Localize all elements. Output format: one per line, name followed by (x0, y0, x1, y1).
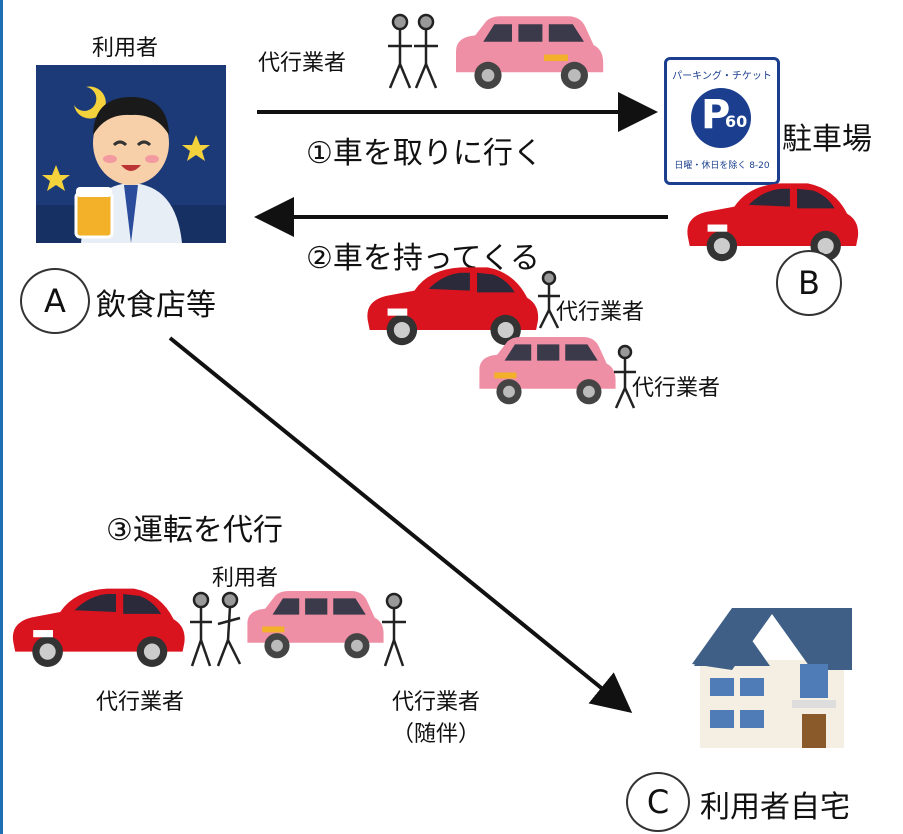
step1-label: ①車を取りに行く (306, 136, 543, 171)
agent-label-bottom-left: 代行業者 (96, 690, 185, 715)
agent-label-mid1: 代行業者 (556, 300, 645, 325)
pink-car-top (456, 16, 604, 89)
parking-sign-bottom-text: 日曜・休日を除く 8-20 (674, 161, 770, 171)
left-edge-bar (0, 0, 3, 834)
red-car-parking (687, 183, 859, 262)
agent-figure-mid1 (538, 270, 560, 329)
step3-label: ③運転を代行 (106, 513, 283, 548)
parking-sign-top-text: パーキング・チケット (672, 71, 772, 82)
parking-p-icon: P 60 (691, 88, 751, 148)
user-label-top: 利用者 (92, 36, 159, 61)
marker-a: A (20, 268, 90, 334)
user-label-mid: 利用者 (212, 566, 279, 591)
agent-label-top: 代行業者 (258, 51, 347, 76)
pink-car-bottom (247, 590, 384, 659)
home-label: 利用者自宅 (700, 790, 850, 825)
drinking-user-illustration (36, 65, 226, 243)
agent-label-bottom-right: 代行業者 (392, 690, 481, 715)
star-icon (42, 165, 70, 191)
pink-car-mid (479, 336, 616, 405)
restaurant-label: 飲食店等 (96, 288, 216, 323)
marker-c: C (626, 772, 690, 832)
agent-figures-top (388, 13, 438, 89)
door-icon (802, 714, 826, 748)
agent-label-mid2: 代行業者 (632, 376, 721, 401)
marker-b: B (776, 250, 842, 316)
agent-and-user-figures (190, 591, 242, 667)
star-icon (182, 135, 210, 161)
parking-sign-letter: P (701, 92, 731, 138)
moon-icon (74, 86, 106, 119)
step2-label: ②車を持ってくる (306, 241, 540, 276)
house-illustration (692, 608, 852, 748)
accompany-label: （随伴） (392, 722, 481, 747)
parking-sign-number: 60 (725, 112, 748, 131)
red-car-mid (367, 267, 539, 346)
parking-label: 駐車場 (782, 122, 872, 157)
agent-figure-accompany (382, 592, 406, 667)
parking-ticket-sign: パーキング・チケット P 60 日曜・休日を除く 8-20 (664, 57, 780, 185)
agent-figure-mid2 (614, 344, 636, 409)
red-car-bottom (12, 588, 185, 667)
